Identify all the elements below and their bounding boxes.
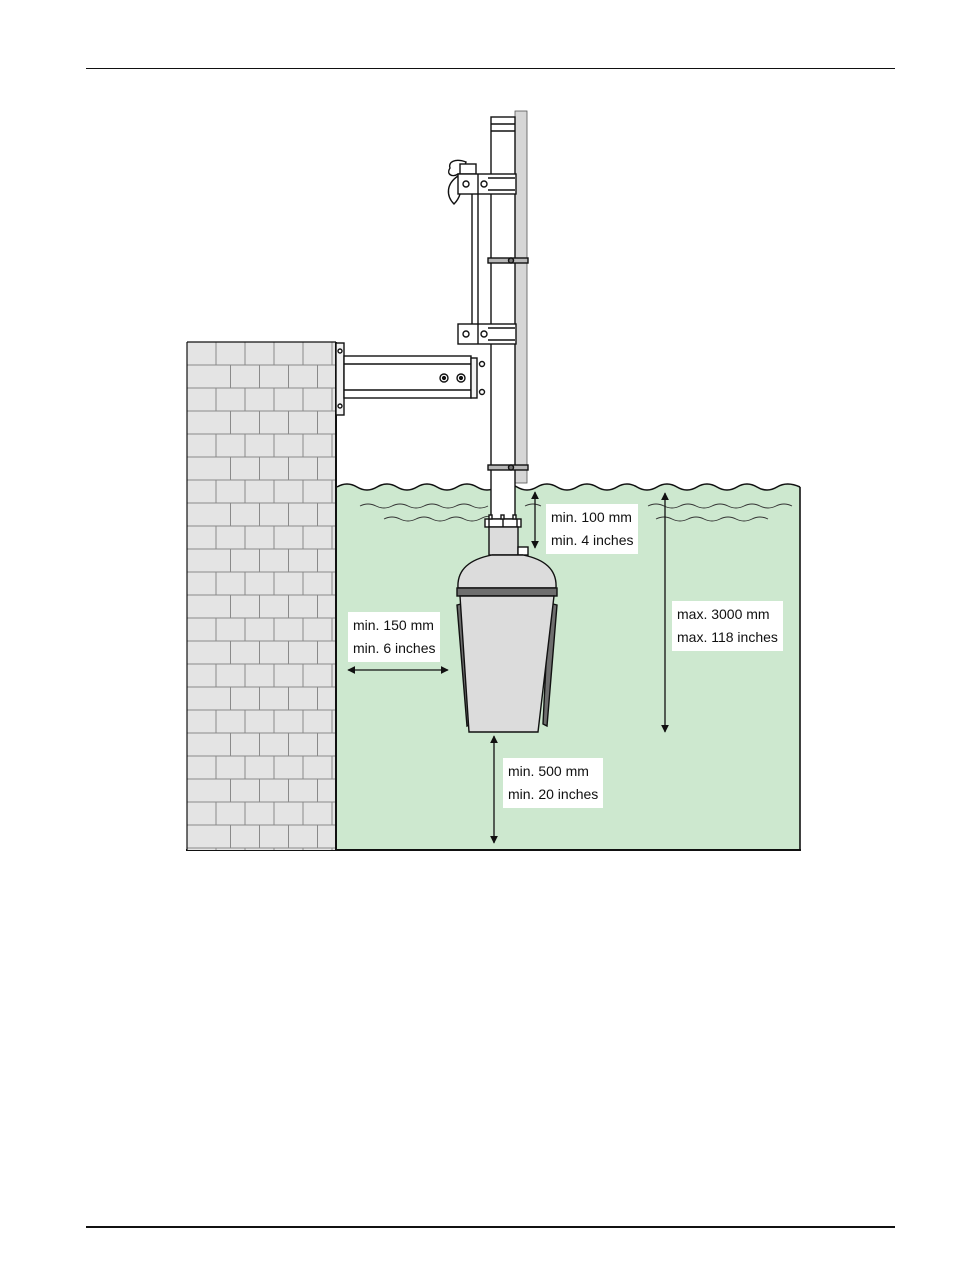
top-clearance-imperial: min. 4 inches <box>551 529 633 552</box>
brick-wall <box>187 342 336 850</box>
footer-rule <box>86 1226 895 1228</box>
max-depth-imperial: max. 118 inches <box>677 626 778 649</box>
bottom-clearance-imperial: min. 20 inches <box>508 783 598 806</box>
wall-clearance-metric: min. 150 mm <box>353 614 435 637</box>
mounting-pole <box>488 111 528 519</box>
wall-clearance-imperial: min. 6 inches <box>353 637 435 660</box>
top-clearance-metric: min. 100 mm <box>551 506 633 529</box>
max-depth-label: max. 3000 mm max. 118 inches <box>672 601 783 651</box>
top-clearance-label: min. 100 mm min. 4 inches <box>546 504 638 554</box>
wall-clearance-label: min. 150 mm min. 6 inches <box>348 612 440 662</box>
wall-bracket <box>336 343 485 415</box>
lower-clamp <box>458 324 516 344</box>
max-depth-metric: max. 3000 mm <box>677 603 778 626</box>
bottom-clearance-metric: min. 500 mm <box>508 760 598 783</box>
bottom-clearance-label: min. 500 mm min. 20 inches <box>503 758 603 808</box>
support-rod <box>472 182 478 342</box>
